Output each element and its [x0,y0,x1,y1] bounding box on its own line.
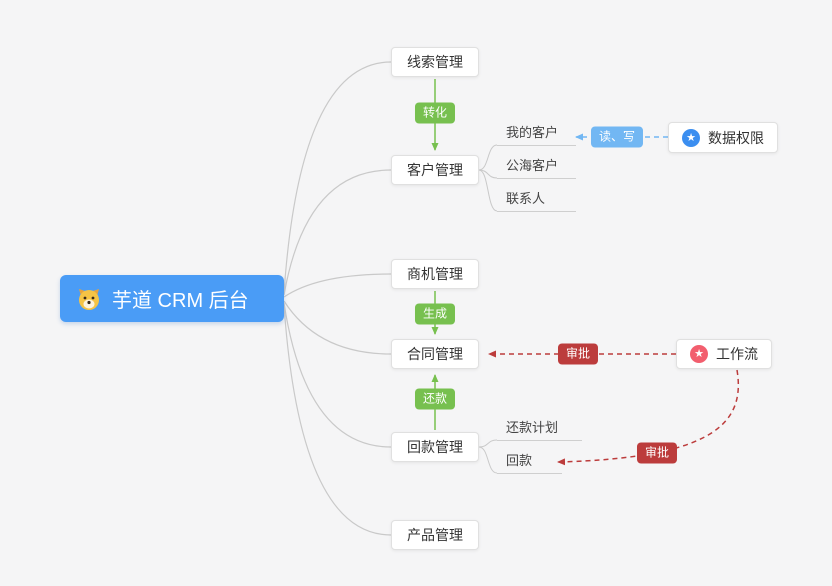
leaf-public-pool-customers: 公海客户 [497,154,576,179]
leaf-repayment: 回款 [497,449,562,474]
node-label: 合同管理 [407,346,463,362]
node-contract-management: 合同管理 [391,339,479,369]
node-label: 数据权限 [708,129,764,146]
node-product-management: 产品管理 [391,520,479,550]
leaf-contacts: 联系人 [497,187,576,212]
node-payment-management: 回款管理 [391,432,479,462]
edge-badge-read-write: 读、写 [590,126,644,148]
star-icon: ★ [690,345,708,363]
root-node-crm-backend: 芋道 CRM 后台 [60,275,284,322]
dog-logo-icon [76,286,102,312]
node-opportunity-management: 商机管理 [391,259,479,289]
node-label: 回款管理 [407,439,463,455]
node-lead-management: 线索管理 [391,47,479,77]
edge-badge-approve-payment: 审批 [636,442,678,464]
node-customer-management: 客户管理 [391,155,479,185]
node-data-permission: ★ 数据权限 [668,122,778,153]
node-label: 客户管理 [407,162,463,178]
node-label: 商机管理 [407,266,463,282]
node-workflow: ★ 工作流 [676,339,772,369]
root-node-label: 芋道 CRM 后台 [112,290,249,312]
edge-badge-generate: 生成 [414,303,456,325]
edge-badge-repay: 还款 [414,388,456,410]
node-label: 产品管理 [407,527,463,543]
node-label: 线索管理 [407,54,463,70]
leaf-repayment-plan: 还款计划 [497,416,582,441]
edge-badge-convert: 转化 [414,102,456,124]
node-label: 工作流 [716,346,758,362]
star-icon: ★ [682,128,700,147]
leaf-my-customers: 我的客户 [497,121,576,146]
edge-badge-approve-contract: 审批 [557,343,599,365]
